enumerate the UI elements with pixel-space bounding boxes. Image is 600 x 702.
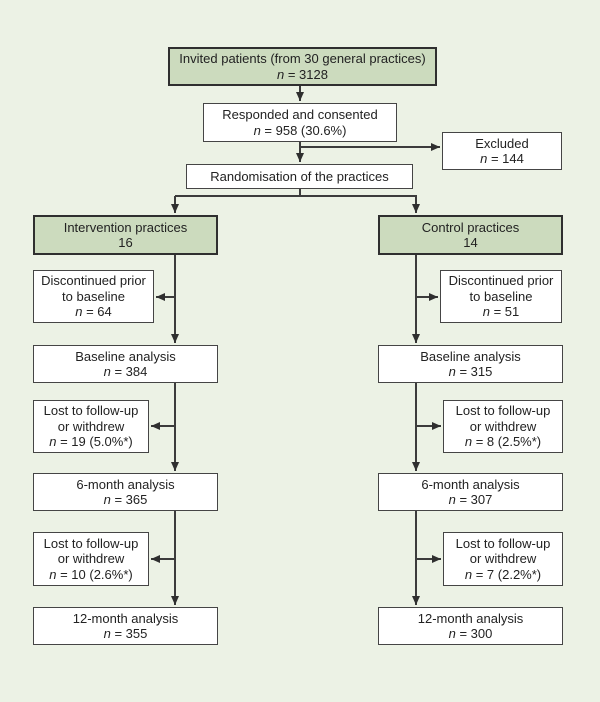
box-line: n = 315 (448, 364, 493, 379)
box-line: or withdrew (57, 551, 125, 567)
box-line: Baseline analysis (420, 348, 521, 364)
box-intervention-practices: Intervention practices 16 (33, 215, 218, 255)
box-6month-intervention: 6-month analysis n = 365 (33, 473, 218, 511)
box-line: Control practices (421, 219, 520, 235)
box-baseline-control: Baseline analysis n = 315 (378, 345, 563, 383)
box-line: Lost to follow-up (43, 403, 139, 419)
box-line: n = 3128 (277, 66, 328, 82)
box-12month-intervention: 12-month analysis n = 355 (33, 607, 218, 645)
box-line: Randomisation of the practices (210, 168, 389, 184)
box-excluded: Excluded n = 144 (442, 132, 562, 170)
box-line: or withdrew (57, 418, 125, 434)
box-lost12-intervention: Lost to follow-up or withdrew n = 10 (2.… (33, 532, 149, 586)
box-line: n = 958 (30.6%) (253, 122, 347, 138)
box-line: Intervention practices (63, 219, 188, 235)
box-line: or withdrew (469, 551, 537, 567)
box-line: 14 (463, 235, 478, 250)
box-line: Discontinued prior (41, 273, 146, 289)
box-line: n = 384 (103, 364, 148, 379)
box-baseline-intervention: Baseline analysis n = 384 (33, 345, 218, 383)
box-invited-patients: Invited patients (from 30 general practi… (168, 47, 437, 86)
box-line: n = 300 (448, 626, 493, 641)
box-lost6-control: Lost to follow-up or withdrew n = 8 (2.5… (443, 400, 563, 453)
box-responded-consented: Responded and consented n = 958 (30.6%) (203, 103, 397, 142)
box-6month-control: 6-month analysis n = 307 (378, 473, 563, 511)
box-discontinued-control: Discontinued prior to baseline n = 51 (440, 270, 562, 323)
box-line: 12-month analysis (72, 610, 179, 626)
box-line: n = 144 (480, 151, 524, 166)
box-line: n = 19 (5.0%*) (49, 434, 133, 450)
box-line: n = 64 (75, 304, 112, 320)
box-line: or withdrew (469, 418, 537, 434)
box-lost6-intervention: Lost to follow-up or withdrew n = 19 (5.… (33, 400, 149, 453)
box-control-practices: Control practices 14 (378, 215, 563, 255)
box-line: 12-month analysis (417, 610, 524, 626)
box-line: Excluded (475, 135, 529, 151)
box-line: Baseline analysis (75, 348, 176, 364)
box-line: to baseline (62, 288, 125, 304)
box-line: n = 355 (103, 626, 148, 641)
box-line: Lost to follow-up (455, 535, 551, 551)
box-line: Responded and consented (222, 107, 378, 122)
box-line: n = 307 (448, 492, 493, 507)
box-discontinued-intervention: Discontinued prior to baseline n = 64 (33, 270, 154, 323)
box-line: n = 365 (103, 492, 148, 507)
box-line: 6-month analysis (76, 476, 175, 492)
box-line: 6-month analysis (421, 476, 520, 492)
box-line: Invited patients (from 30 general practi… (179, 51, 426, 66)
box-line: 16 (118, 235, 133, 250)
box-line: Discontinued prior (448, 273, 554, 289)
box-12month-control: 12-month analysis n = 300 (378, 607, 563, 645)
box-line: n = 10 (2.6%*) (49, 566, 133, 582)
box-randomisation: Randomisation of the practices (186, 164, 413, 189)
box-line: Lost to follow-up (455, 403, 551, 419)
box-line: n = 8 (2.5%*) (464, 434, 542, 450)
box-lost12-control: Lost to follow-up or withdrew n = 7 (2.2… (443, 532, 563, 586)
box-line: n = 7 (2.2%*) (464, 566, 542, 582)
box-line: n = 51 (482, 304, 520, 320)
box-line: Lost to follow-up (43, 535, 139, 551)
box-line: to baseline (469, 288, 533, 304)
